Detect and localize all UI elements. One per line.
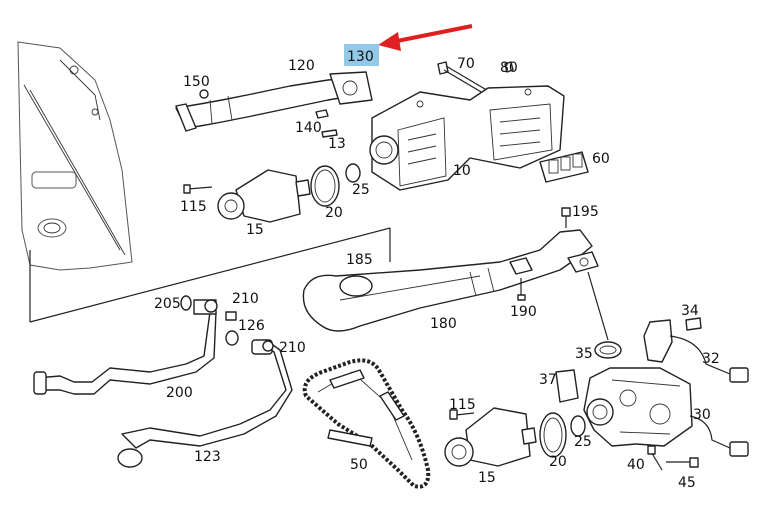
label-20-lower: 20 xyxy=(549,454,567,470)
water-pump-15-upper-drawing xyxy=(183,129,361,223)
label-115-upper: 115 xyxy=(180,199,207,215)
label-205: 205 xyxy=(154,296,181,312)
label-34: 34 xyxy=(681,303,699,319)
label-15-lower: 15 xyxy=(478,470,496,486)
label-15-upper: 15 xyxy=(246,222,264,238)
engine-block-drawing xyxy=(17,41,391,323)
label-45: 45 xyxy=(678,475,696,491)
label-50: 50 xyxy=(350,457,368,473)
label-80: 80 xyxy=(500,60,518,76)
label-190: 190 xyxy=(510,304,537,320)
label-40: 40 xyxy=(627,457,645,473)
label-25-upper: 25 xyxy=(352,182,370,198)
label-25-lower: 25 xyxy=(574,434,592,450)
label-180: 180 xyxy=(430,316,457,332)
highlight-box-130 xyxy=(344,44,379,66)
label-123: 123 xyxy=(194,449,221,465)
egr-pipe-120-drawing xyxy=(175,71,373,132)
label-60: 60 xyxy=(592,151,610,167)
label-130: 130 xyxy=(347,49,374,65)
label-35: 35 xyxy=(575,346,593,362)
label-210-lower: 210 xyxy=(279,340,306,356)
label-126: 126 xyxy=(238,318,265,334)
part-labels: 130 150 120 70 80 140 13 25 10 60 115 20… xyxy=(154,49,720,491)
timing-chain-50-drawing xyxy=(302,358,431,489)
pointer-arrow xyxy=(378,24,473,51)
label-210-upper: 210 xyxy=(232,291,259,307)
water-pump-15-lower-drawing xyxy=(444,407,586,467)
label-30: 30 xyxy=(693,407,711,423)
label-37: 37 xyxy=(539,372,557,388)
label-115-lower: 115 xyxy=(449,397,476,413)
label-140: 140 xyxy=(295,120,322,136)
label-10: 10 xyxy=(453,163,471,179)
label-185: 185 xyxy=(346,252,373,268)
label-70: 70 xyxy=(457,56,475,72)
coolant-hoses-drawing xyxy=(33,295,293,468)
label-200: 200 xyxy=(166,385,193,401)
label-13: 13 xyxy=(328,136,346,152)
label-195: 195 xyxy=(572,204,599,220)
egr-pipe-180-drawing xyxy=(302,207,609,341)
gasket-60-drawing xyxy=(539,151,589,183)
label-32: 32 xyxy=(702,351,720,367)
bolt-70-drawing xyxy=(437,61,514,97)
label-150: 150 xyxy=(183,74,210,90)
thermostat-housing-30-drawing xyxy=(555,317,749,471)
egr-cooler-10-drawing xyxy=(369,85,565,191)
label-20-upper: 20 xyxy=(325,205,343,221)
label-120: 120 xyxy=(288,58,315,74)
